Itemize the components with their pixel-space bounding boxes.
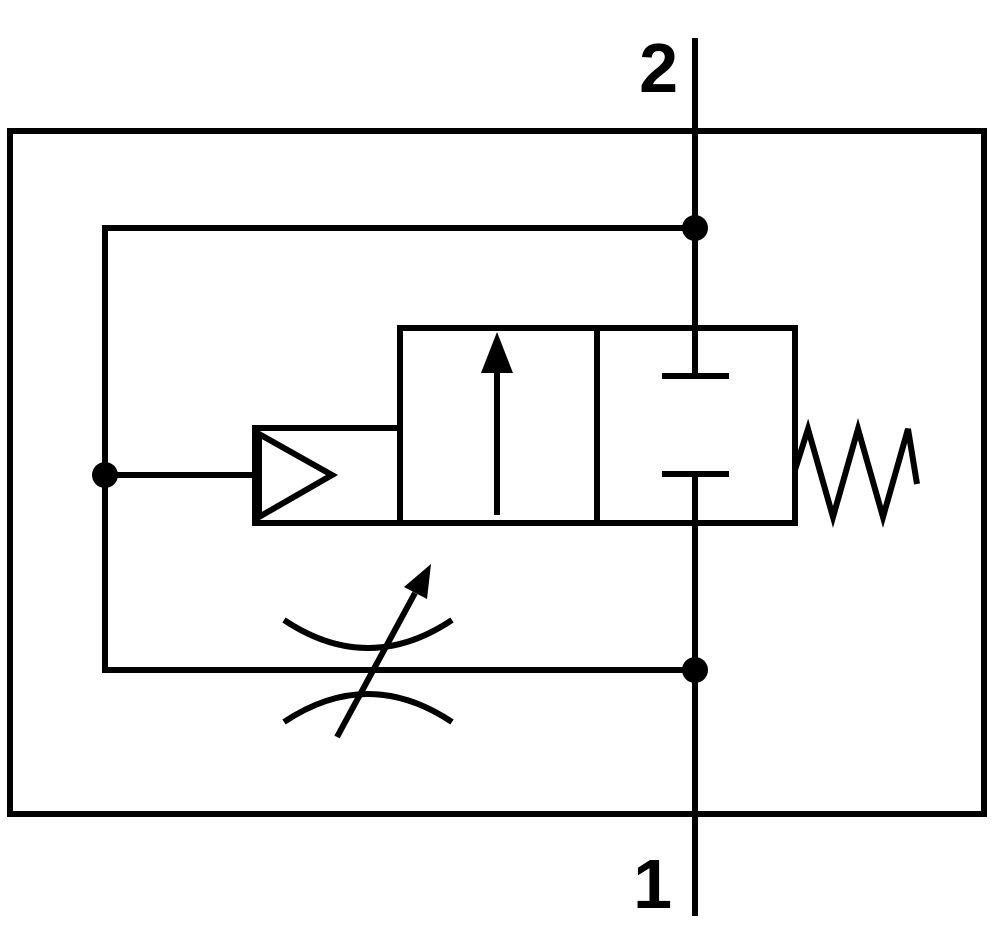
throttle-adjust-arrow-shaft	[334, 591, 418, 739]
port-1-label: 1	[633, 845, 672, 923]
pilot-triangle-icon	[256, 428, 339, 523]
throttle-upper-arc	[282, 617, 454, 651]
port-2-label: 2	[639, 29, 678, 107]
throttle-icon	[282, 564, 454, 739]
junction-dot-left	[92, 462, 118, 488]
pilot-loop-line	[102, 225, 695, 673]
schematic-linework	[7, 38, 987, 916]
junction-dots	[92, 215, 708, 683]
throttle-lower-arc	[282, 691, 454, 725]
junction-dot-top	[682, 215, 708, 241]
flow-arrow-head	[481, 332, 513, 373]
junction-dot-bottom	[682, 657, 708, 683]
flow-arrow-icon	[481, 332, 513, 515]
throttle-adjust-arrow-head	[404, 564, 431, 599]
enclosure-outline	[7, 128, 987, 817]
spring-icon	[792, 418, 920, 528]
